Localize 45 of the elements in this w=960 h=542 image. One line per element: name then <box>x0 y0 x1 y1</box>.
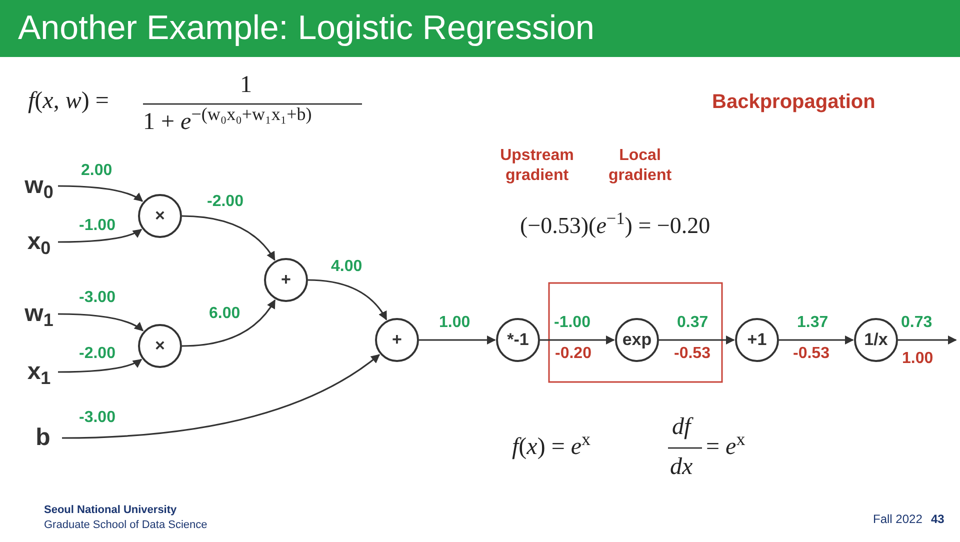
input-variable: x$_{0}$ <box>22 226 56 258</box>
arrow <box>308 279 388 320</box>
footer-text: Seoul National University <box>44 504 177 518</box>
annotation-text: Upstream gradient <box>499 146 575 186</box>
equation-text: = e$^{x}$ <box>706 432 746 462</box>
arrow <box>419 336 496 344</box>
equation-text: (−0.53)(e$^{−1}$) = −0.20 <box>520 212 710 240</box>
operation-node: × <box>138 194 182 238</box>
arrow <box>659 336 735 344</box>
formula-text: f(x, w) = <box>28 87 109 116</box>
arrow <box>58 358 142 373</box>
arrow <box>540 336 615 344</box>
operation-node: + <box>375 318 419 362</box>
arrow <box>779 336 854 344</box>
input-variable: b <box>26 422 60 454</box>
operation-node: exp <box>615 318 659 362</box>
input-variable: w$_{0}$ <box>22 170 56 202</box>
gradient-value: -0.53 <box>793 344 830 364</box>
arrow <box>58 228 142 243</box>
numerator-text: 1 <box>240 71 252 100</box>
operation-node: + <box>264 258 308 302</box>
section-heading: Backpropagation <box>712 90 876 115</box>
input-variable: w$_{1}$ <box>22 298 56 330</box>
operation-node: *-1 <box>496 318 540 362</box>
equation-text: f(x) = e$^{x}$ <box>512 432 591 462</box>
denominator-text: 1 + e$^{−(w₀x₀+w₁x₁+b)}$ <box>143 107 312 137</box>
operation-node: × <box>138 324 182 368</box>
operation-node: +1 <box>735 318 779 362</box>
arrow <box>182 215 276 261</box>
gradient-value: -0.53 <box>674 344 710 364</box>
arrow <box>58 185 144 202</box>
arrow <box>898 336 957 344</box>
numerator-text: df <box>672 412 691 442</box>
slide-title: Another Example: Logistic Regression <box>18 8 594 49</box>
arrow <box>58 313 144 332</box>
input-variable: x$_{1}$ <box>22 356 56 388</box>
page-number: 43 <box>931 512 944 527</box>
gradient-value: -0.20 <box>555 344 592 364</box>
arrow <box>62 354 380 439</box>
gradient-value: 1.00 <box>902 349 934 369</box>
footer-text: Graduate School of Data Science <box>44 519 208 533</box>
annotation-text: Local gradient <box>607 146 673 186</box>
denominator-text: dx <box>670 453 693 482</box>
operation-node: 1/x <box>854 318 898 362</box>
footer-text: Fall 2022 <box>873 512 922 527</box>
